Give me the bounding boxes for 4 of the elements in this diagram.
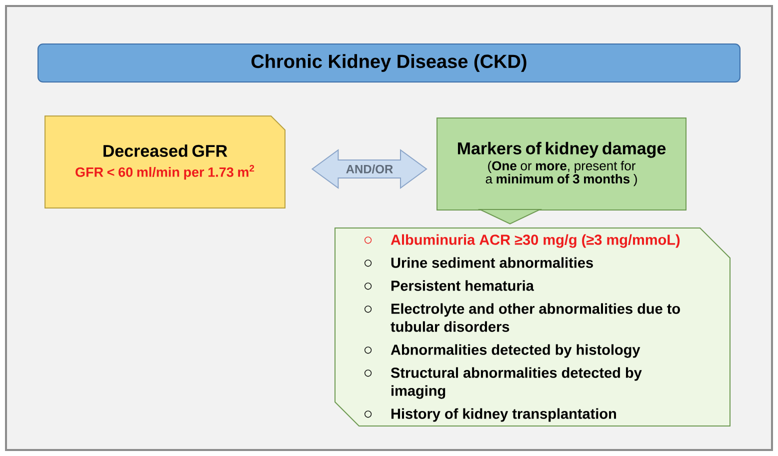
list-box: Albuminuria ACR ≥30 mg/g (≥3 mg/mmoL) Urine sediment abnormalities Persistent hematuria Electrolyte and other abnormalities due to tubular disorders Abnormalities detected by histology Structural abnormalities detected by imaging History of kidney transplantation bbox=[334, 228, 730, 426]
criterion-box: Decreased GFR GFR < 60 ml/min per 1.73 m$^{2}$ bbox=[44, 116, 286, 208]
edge-label: AND/OR bbox=[344, 164, 394, 174]
title-banner: Chronic Kidney Disease (CKD) bbox=[38, 44, 740, 82]
